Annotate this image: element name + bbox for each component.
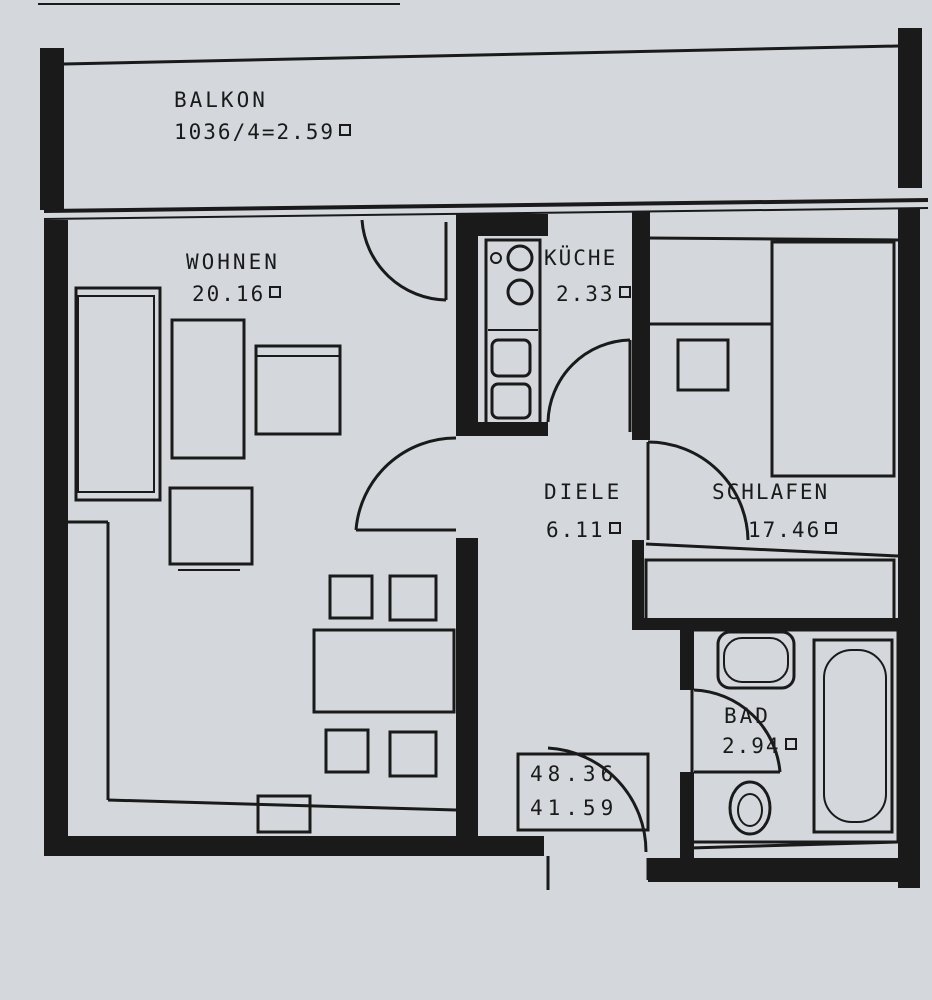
bad-label: BAD xyxy=(724,704,771,728)
wohnen-area: 20.16 xyxy=(192,282,282,306)
armchair xyxy=(254,344,342,436)
bad-area: 2.94 xyxy=(722,736,797,757)
square-meter-icon xyxy=(339,124,352,136)
armchair-2 xyxy=(168,486,254,566)
coffee-table xyxy=(170,318,246,460)
chair xyxy=(324,728,370,774)
schlafen-area: 17.46 xyxy=(748,518,838,542)
radiator-box xyxy=(256,794,312,834)
schlafen-label: SCHLAFEN xyxy=(712,480,830,504)
square-meter-icon xyxy=(269,286,282,298)
hall-door xyxy=(354,436,457,532)
square-meter-icon xyxy=(618,286,631,298)
diele-area: 6.11 xyxy=(546,520,621,541)
nightstand xyxy=(676,338,730,392)
kueche-area: 2.33 xyxy=(556,284,631,305)
bath-door-swing xyxy=(693,688,782,773)
total-area-net: 41.59 xyxy=(530,796,619,820)
kitchen-fixtures xyxy=(484,238,542,426)
chair xyxy=(388,574,438,622)
square-meter-icon xyxy=(608,522,621,534)
wardrobe xyxy=(644,558,896,622)
square-meter-icon xyxy=(825,522,838,534)
sink xyxy=(490,338,532,378)
balkon-label: BALKON xyxy=(174,88,268,112)
square-meter-icon xyxy=(784,738,797,750)
exterior-walls xyxy=(44,208,920,888)
bad-area-value: 2.94 xyxy=(722,734,781,758)
diele-area-value: 6.11 xyxy=(546,518,605,542)
chair xyxy=(388,730,438,778)
stove-burner xyxy=(506,278,534,306)
bed xyxy=(770,240,896,478)
kueche-area-value: 2.33 xyxy=(556,282,615,306)
total-area-gross: 48.36 xyxy=(530,762,619,786)
diele-label: DIELE xyxy=(544,480,623,504)
bathtub xyxy=(812,638,894,834)
wohnen-area-value: 20.16 xyxy=(192,282,266,306)
kitchen-door xyxy=(546,338,632,432)
balcony-outline xyxy=(40,28,929,220)
dining-table xyxy=(312,628,456,714)
totals-box xyxy=(516,752,650,832)
bathroom-fixtures xyxy=(690,628,900,844)
bedroom-furniture xyxy=(644,240,896,622)
living-furniture xyxy=(74,286,456,834)
living-door xyxy=(360,219,448,302)
balkon-area: 1036/4=2.59 xyxy=(174,120,352,144)
washbasin xyxy=(716,630,796,690)
wohnen-label: WOHNEN xyxy=(186,250,280,274)
stove-burner xyxy=(506,244,534,272)
kueche-label: KÜCHE xyxy=(544,246,618,270)
balkon-area-value: 1036/4=2.59 xyxy=(174,120,336,144)
bedroom-door xyxy=(646,440,750,541)
sofa xyxy=(74,286,162,502)
chair xyxy=(328,574,374,620)
schlafen-area-value: 17.46 xyxy=(748,518,822,542)
toilet xyxy=(728,780,772,836)
